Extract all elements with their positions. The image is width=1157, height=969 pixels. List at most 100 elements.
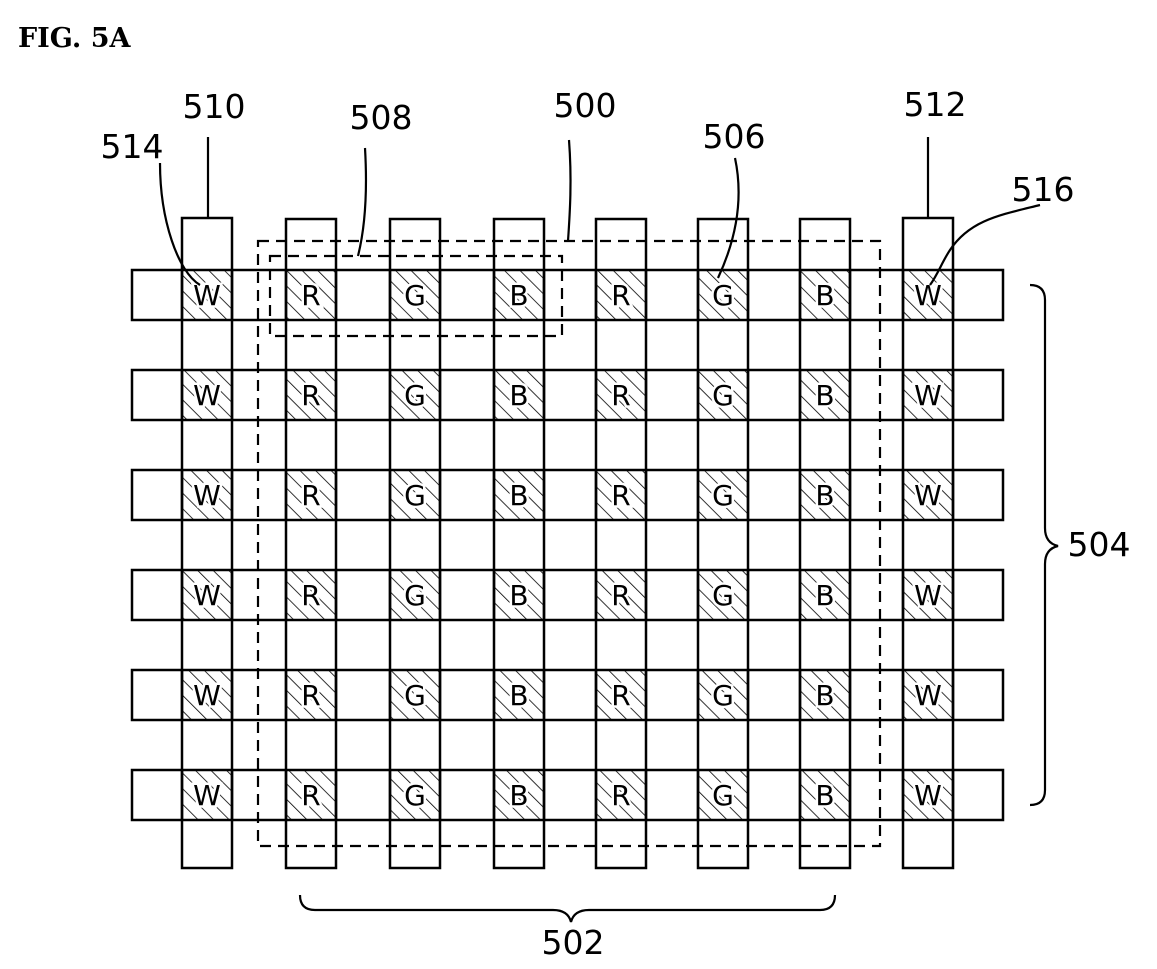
pixel-cell-b: BB: [800, 670, 850, 720]
pixel-cell-w: WW: [903, 770, 953, 820]
pixel-letter: G: [404, 479, 426, 512]
pixel-cell-r: RR: [286, 270, 336, 320]
pixel-cell-w: WW: [182, 770, 232, 820]
pixel-letter: R: [301, 279, 320, 312]
pixel-letter: R: [301, 779, 320, 812]
pixel-letter: R: [301, 479, 320, 512]
pixel-letter: B: [509, 779, 528, 812]
pixel-cell-b: BB: [494, 770, 544, 820]
gate-line: [132, 370, 1003, 420]
pixel-letter: B: [509, 679, 528, 712]
pixel-cell-g: GG: [390, 670, 440, 720]
pixel-letter: G: [712, 679, 734, 712]
pixel-cell-w: WW: [182, 370, 232, 420]
pixel-cell-w: WW: [182, 470, 232, 520]
label-516: 516: [1012, 170, 1075, 209]
pixel-letter: B: [509, 279, 528, 312]
pixel-cell-r: RR: [596, 770, 646, 820]
pixel-letter: B: [815, 579, 834, 612]
pixel-letter: W: [193, 779, 221, 812]
pixel-letter: R: [301, 579, 320, 612]
pixel-letter: W: [914, 479, 942, 512]
pixel-cell-w: WW: [903, 570, 953, 620]
pixel-letter: B: [509, 479, 528, 512]
pixel-cell-b: BB: [800, 770, 850, 820]
pixel-cell-g: GG: [698, 770, 748, 820]
figure-title: FIG. 5A: [18, 23, 131, 54]
pixel-cell-g: GG: [390, 470, 440, 520]
pixel-letter: R: [611, 679, 630, 712]
pixel-cell-b: BB: [494, 470, 544, 520]
leader-500: [568, 140, 571, 241]
pixel-cell-r: RR: [286, 370, 336, 420]
pixel-cell-r: RR: [596, 270, 646, 320]
pixel-letter: G: [712, 779, 734, 812]
pixel-letter: G: [712, 379, 734, 412]
leader-508: [358, 148, 366, 256]
gate-line: [132, 670, 1003, 720]
pixel-letter: R: [301, 679, 320, 712]
pixel-cell-r: RR: [286, 470, 336, 520]
label-504: 504: [1068, 525, 1131, 564]
pixel-letter: B: [815, 779, 834, 812]
pixel-cell-w: WW: [903, 370, 953, 420]
pixel-letter: G: [712, 579, 734, 612]
pixel-cell-b: BB: [800, 570, 850, 620]
pixel-cell-b: BB: [800, 370, 850, 420]
pixel-letter: G: [404, 279, 426, 312]
pixel-cell-g: GG: [698, 270, 748, 320]
pixel-cell-w: WW: [182, 570, 232, 620]
label-510: 510: [183, 87, 246, 126]
pixel-letter: W: [193, 479, 221, 512]
pixel-cell-g: GG: [698, 570, 748, 620]
pixel-cell-b: BB: [494, 270, 544, 320]
pixel-letter: R: [301, 379, 320, 412]
horizontal-lines: [132, 270, 1003, 820]
pixel-cell-b: BB: [494, 670, 544, 720]
pixel-letter: R: [611, 579, 630, 612]
pixel-cell-g: GG: [390, 270, 440, 320]
pixel-cell-w: WW: [903, 670, 953, 720]
pixel-letter: B: [815, 279, 834, 312]
pixel-letter: W: [914, 279, 942, 312]
pixel-cell-g: GG: [698, 470, 748, 520]
display-region-500: [258, 241, 880, 846]
pixel-cell-b: BB: [494, 370, 544, 420]
pixel-letter: W: [914, 379, 942, 412]
pixel-letter: B: [815, 379, 834, 412]
pixel-cell-w: WW: [903, 470, 953, 520]
pixel-cell-g: GG: [698, 670, 748, 720]
pixel-cell-g: GG: [390, 770, 440, 820]
pixel-letter: R: [611, 379, 630, 412]
label-500: 500: [554, 86, 617, 125]
label-502: 502: [542, 923, 605, 962]
gate-line: [132, 570, 1003, 620]
label-508: 508: [350, 98, 413, 137]
gate-line: [132, 470, 1003, 520]
pixel-cell-g: GG: [698, 370, 748, 420]
pixel-cell-b: BB: [800, 270, 850, 320]
pixel-letter: B: [815, 679, 834, 712]
pixel-cell-b: BB: [494, 570, 544, 620]
pixel-letter: G: [404, 379, 426, 412]
pixel-cell-r: RR: [596, 470, 646, 520]
pixel-cell-r: RR: [286, 570, 336, 620]
brace-502: [300, 895, 835, 922]
pixel-letter: W: [193, 379, 221, 412]
pixel-letter: W: [914, 679, 942, 712]
pixel-cell-r: RR: [286, 670, 336, 720]
pixel-letter: W: [914, 779, 942, 812]
pixel-letter: B: [509, 579, 528, 612]
pixel-cell-r: RR: [596, 670, 646, 720]
pixel-cell-g: GG: [390, 370, 440, 420]
pixel-cell-r: RR: [596, 370, 646, 420]
pixel-letter: R: [611, 779, 630, 812]
label-506: 506: [703, 117, 766, 156]
label-512: 512: [904, 85, 967, 124]
gate-line: [132, 270, 1003, 320]
label-514: 514: [101, 127, 164, 166]
pixel-cell-g: GG: [390, 570, 440, 620]
gate-line: [132, 770, 1003, 820]
pixel-letter: B: [815, 479, 834, 512]
